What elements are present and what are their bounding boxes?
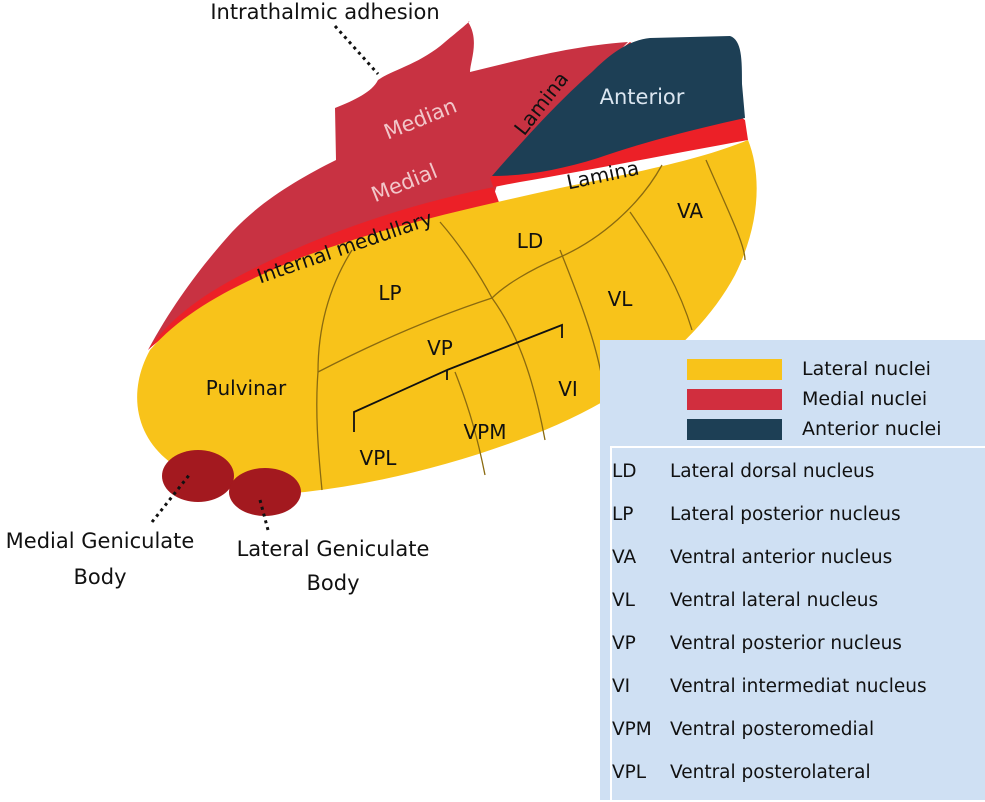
- abbr-row-vpm: VPM Ventral posteromedial: [612, 714, 874, 744]
- vl-label: VL: [608, 287, 634, 311]
- vp-bracket: [353, 323, 563, 432]
- vpm-label: VPM: [464, 420, 507, 444]
- medial-geniculate-body-shape: [162, 450, 234, 502]
- abbr-code: VI: [612, 675, 631, 697]
- legend-item-medial: Medial nuclei: [687, 388, 927, 410]
- divider-vl-right: [629, 211, 693, 331]
- abbr-code: VPL: [612, 761, 647, 783]
- abbr-row-vpl: VPL Ventral posterolateral: [612, 757, 871, 787]
- medial-swatch: [687, 388, 782, 410]
- anterior-nuclei-region: [492, 36, 745, 176]
- divider-vpm-vpl: [454, 371, 486, 476]
- medial-geniculate-leader-line: [150, 473, 192, 523]
- abbr-row-ld: LD Lateral dorsal nucleus: [612, 456, 874, 486]
- abbr-name: Ventral anterior nucleus: [670, 546, 893, 568]
- legend-item-anterior: Anterior nuclei: [687, 418, 942, 440]
- lateral-geniculate-label-line1: Lateral Geniculate: [237, 537, 430, 561]
- divider-ld-right: [491, 164, 663, 299]
- lateral-geniculate-body-shape: [229, 468, 301, 516]
- lp-label: LP: [378, 281, 401, 305]
- anterior-swatch: [687, 418, 782, 440]
- abbr-name: Ventral intermediat nucleus: [670, 675, 927, 697]
- legend-label-lateral: Lateral nuclei: [802, 358, 931, 380]
- abbr-row-lp: LP Lateral posterior nucleus: [612, 499, 901, 529]
- legend-label-anterior: Anterior nuclei: [802, 418, 942, 440]
- lateral-swatch: [687, 358, 782, 380]
- divider-vi: [559, 249, 603, 379]
- abbr-code: LD: [612, 460, 637, 482]
- adhesion-leader-line: [333, 24, 380, 76]
- vi-label: VI: [558, 377, 578, 401]
- abbr-code: LP: [612, 503, 634, 525]
- divider-pulvinar: [316, 371, 323, 491]
- abbr-code: VL: [612, 589, 635, 611]
- abbr-code: VA: [612, 546, 637, 568]
- legend-panel: Lateral nuclei Medial nuclei Anterior nu…: [600, 340, 985, 802]
- legend-label-medial: Medial nuclei: [802, 388, 928, 410]
- abbr-row-vi: VI Ventral intermediat nucleus: [612, 671, 927, 701]
- ld-label: LD: [517, 229, 544, 253]
- divider-vp-top: [317, 297, 493, 373]
- vpl-label: VPL: [360, 446, 398, 470]
- intrathalmic-adhesion-label: Intrathalmic adhesion: [210, 0, 439, 24]
- medial-geniculate-label-line2: Body: [73, 565, 126, 589]
- abbr-row-vp: VP Ventral posterior nucleus: [612, 628, 902, 658]
- anterior-label: Anterior: [600, 85, 685, 109]
- lateral-nuclei-region: [137, 140, 757, 494]
- abbr-code: VP: [612, 632, 636, 654]
- pulvinar-label: Pulvinar: [206, 376, 287, 400]
- abbr-name: Ventral lateral nucleus: [670, 589, 879, 611]
- divider-vl-left: [491, 297, 546, 441]
- abbr-name: Ventral posterolateral: [670, 761, 871, 783]
- abbr-row-va: VA Ventral anterior nucleus: [612, 542, 892, 572]
- abbr-name: Lateral posterior nucleus: [670, 503, 901, 525]
- abbr-row-vl: VL Ventral lateral nucleus: [612, 585, 878, 615]
- lateral-geniculate-label-line2: Body: [306, 571, 359, 595]
- medial-geniculate-label-line1: Medial Geniculate: [6, 529, 195, 553]
- divider-lp-left: [317, 249, 353, 373]
- abbr-name: Ventral posteromedial: [670, 718, 875, 740]
- abbr-name: Lateral dorsal nucleus: [670, 460, 875, 482]
- abbr-code: VPM: [612, 718, 652, 740]
- vp-label: VP: [427, 336, 453, 360]
- va-label: VA: [677, 199, 703, 223]
- abbreviation-list: LD Lateral dorsal nucleus LP Lateral pos…: [610, 446, 985, 802]
- lateral-geniculate-leader-line: [258, 499, 270, 531]
- abbr-name: Ventral posterior nucleus: [670, 632, 902, 654]
- legend-item-lateral: Lateral nuclei: [687, 358, 931, 380]
- divider-va: [705, 159, 746, 261]
- divider-ld-top: [439, 221, 493, 299]
